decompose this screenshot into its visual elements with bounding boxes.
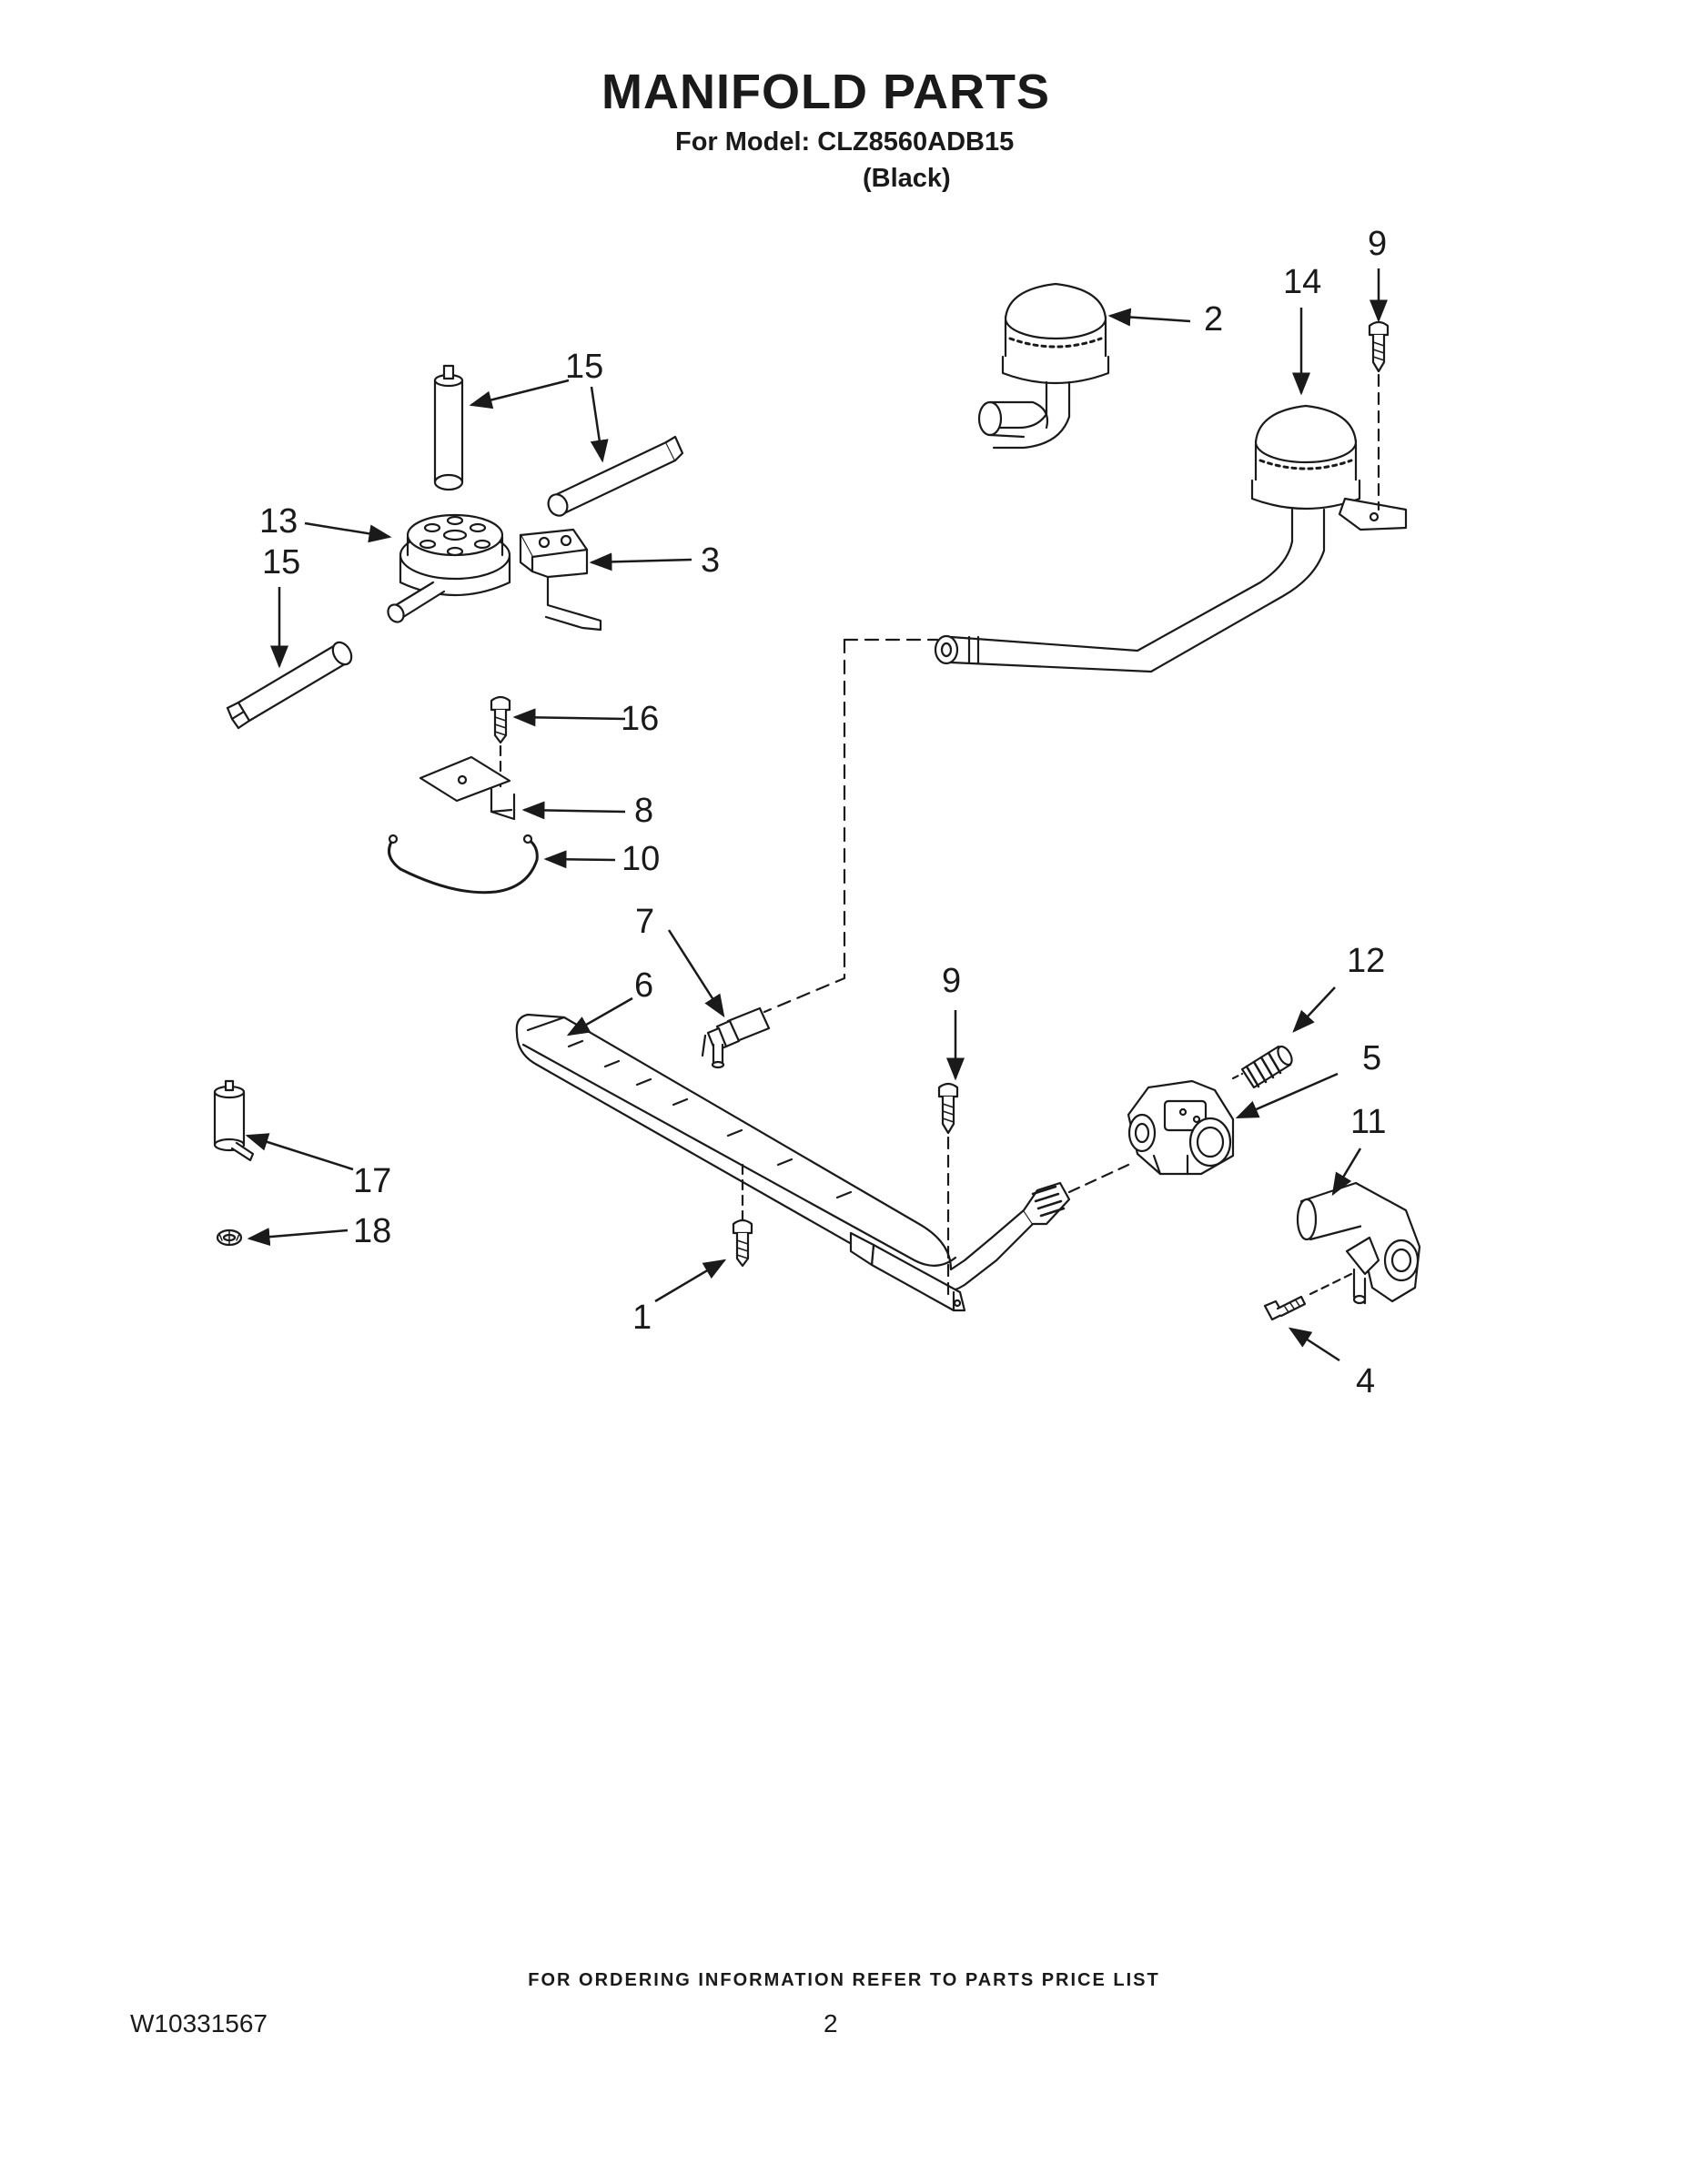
pressure-regulator-part — [1127, 1079, 1235, 1176]
callout-label: 7 — [635, 903, 654, 941]
document-number: W10331567 — [130, 2009, 268, 2037]
tube-upper-vertical-part — [433, 364, 464, 491]
callout-label: 17 — [353, 1162, 391, 1200]
callout-label: 14 — [1283, 263, 1321, 301]
screw-1-part — [732, 1218, 753, 1268]
callout-label: 9 — [1368, 225, 1387, 263]
color-line: (Black) — [863, 164, 951, 193]
screw-lower-part — [937, 1082, 959, 1135]
callout-label: 15 — [565, 348, 603, 386]
bracket-part — [519, 528, 602, 632]
callout-label: 9 — [942, 962, 961, 1000]
callout-label: 12 — [1347, 942, 1385, 980]
screw-4-part — [1263, 1295, 1307, 1321]
wire-clip-part — [388, 834, 539, 895]
page-title: MANIFOLD PARTS — [601, 65, 1050, 119]
callout-label: 2 — [1204, 300, 1223, 339]
tube-lower-part — [226, 641, 353, 730]
lock-washer-part — [216, 1228, 243, 1247]
simmer-burner-part — [387, 513, 511, 623]
callout-label: 15 — [262, 543, 300, 581]
callout-label: 10 — [622, 840, 660, 878]
callout-arrows — [245, 268, 1388, 1362]
fitting-part — [1240, 1045, 1293, 1089]
callout-label: 3 — [701, 541, 720, 580]
model-line: For Model: CLZ8560ADB15 — [675, 127, 1015, 157]
small-bracket-part — [419, 755, 516, 821]
callout-label: 11 — [1350, 1103, 1386, 1141]
thermostat-bulb-part — [213, 1079, 255, 1162]
callout-label: 16 — [621, 700, 659, 738]
callout-label: 5 — [1362, 1039, 1381, 1077]
screw-upper-part — [1368, 320, 1390, 373]
callout-label: 8 — [634, 792, 653, 830]
callout-labels: 1 2 3 4 5 6 7 8 9 9 10 11 12 13 14 15 15… — [259, 225, 1387, 1400]
callout-label: 6 — [634, 966, 653, 1005]
callout-label: 4 — [1356, 1362, 1375, 1400]
manifold-pipe-part — [515, 1013, 1071, 1312]
page-number: 2 — [824, 2009, 838, 2037]
ordering-note: FOR ORDERING INFORMATION REFER TO PARTS … — [528, 1970, 1160, 1990]
burner-tube-assembly-part — [934, 404, 1408, 673]
valve-body-part — [1296, 1181, 1421, 1305]
callout-label: 18 — [353, 1212, 391, 1250]
orifice-fitting-part — [701, 1006, 771, 1069]
screw-16-part — [490, 695, 511, 744]
tube-upper-diagonal-part — [547, 435, 684, 517]
callout-label: 1 — [632, 1299, 652, 1337]
burner-cap-part — [977, 282, 1110, 450]
callout-label: 13 — [259, 502, 298, 541]
